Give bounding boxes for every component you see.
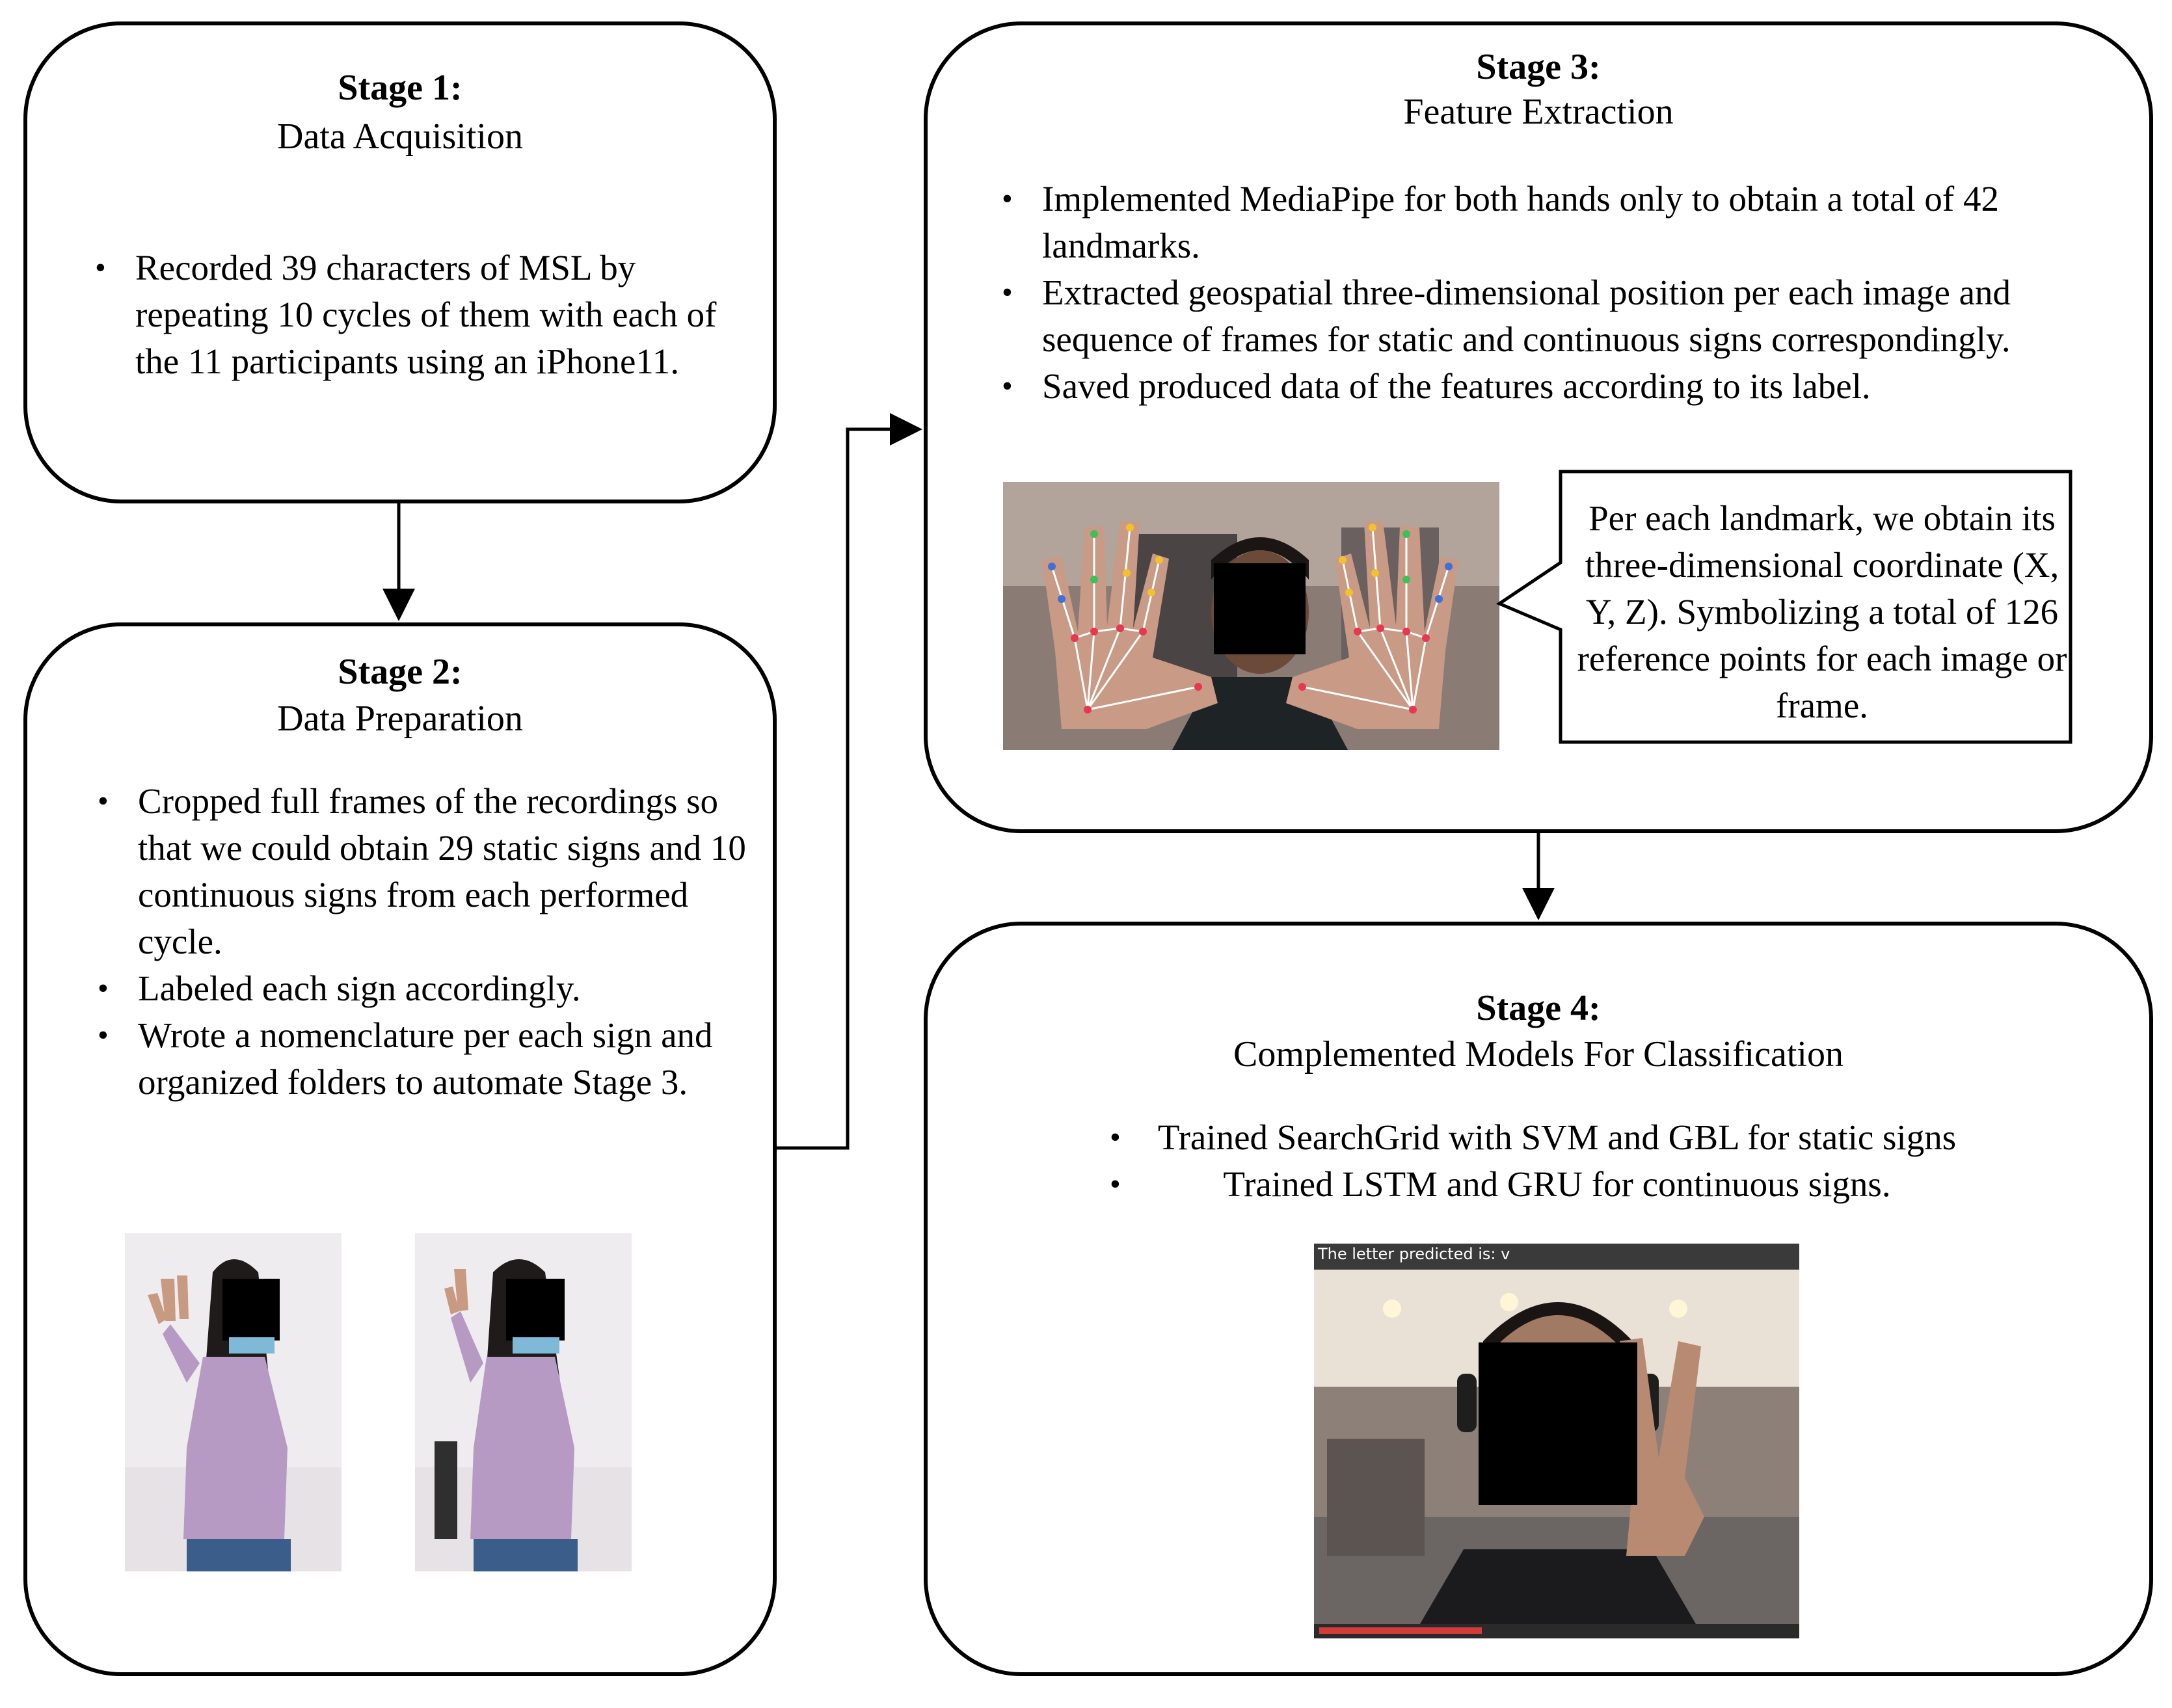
- participant-photo-static-sign-1: [125, 1233, 342, 1571]
- stage-3-bullet: Implemented MediaPipe for both hands onl…: [1002, 176, 2108, 269]
- mediapipe-hand-landmarks-photo: [1003, 482, 1499, 750]
- stage-4-title: Stage 4:: [1476, 988, 1601, 1028]
- stage-4-bullet: Trained SearchGrid with SVM and GBL for …: [1110, 1114, 2004, 1161]
- stage-3-title: Stage 3:: [1476, 47, 1601, 87]
- arrow-stage2-to-stage3: [777, 413, 922, 1150]
- stage-3-bullet: Saved produced data of the features acco…: [1002, 363, 2108, 410]
- stage-2-subtitle: Data Preparation: [277, 699, 523, 739]
- stage-2-title: Stage 2:: [338, 652, 463, 692]
- stage-3-bullet: Extracted geospatial three-dimensional p…: [1002, 269, 2108, 363]
- stage-3-box: Stage 3: Feature Extraction Implemented …: [924, 21, 2153, 833]
- stage-2-bullet: Cropped full frames of the recordings so…: [98, 778, 755, 965]
- stage-3-bullets: Implemented MediaPipe for both hands onl…: [1002, 176, 2108, 410]
- stage-1-bullets: Recorded 39 characters of MSL by repeati…: [95, 245, 745, 385]
- stage-1-title: Stage 1:: [338, 68, 463, 108]
- landmark-callout-box: [1495, 470, 2072, 744]
- prediction-caption: The letter predicted is: v: [1318, 1245, 1510, 1263]
- stage-1-box: Stage 1: Data Acquisition Recorded 39 ch…: [23, 21, 777, 503]
- stage-1-bullet: Recorded 39 characters of MSL by repeati…: [95, 245, 745, 385]
- participant-photo-static-sign-2: [415, 1233, 632, 1571]
- stage-4-bullet: Trained LSTM and GRU for continuous sign…: [1110, 1161, 2004, 1208]
- stage-4-box: Stage 4: Complemented Models For Classif…: [924, 922, 2153, 1676]
- landmark-callout-text: Per each landmark, we obtain its three-d…: [1577, 498, 2067, 725]
- stage-2-box: Stage 2: Data Preparation Cropped full f…: [23, 622, 777, 1676]
- stage-2-bullet: Wrote a nomenclature per each sign and o…: [98, 1012, 755, 1106]
- stage-2-bullet: Labeled each sign accordingly.: [98, 965, 755, 1012]
- stage-1-subtitle: Data Acquisition: [277, 116, 523, 157]
- prediction-screenshot: The letter predicted is: v: [1314, 1244, 1799, 1638]
- stage-2-bullets: Cropped full frames of the recordings so…: [98, 778, 755, 1106]
- stage-4-subtitle: Complemented Models For Classification: [1233, 1034, 1844, 1074]
- stage-3-subtitle: Feature Extraction: [1403, 92, 1674, 132]
- stage-4-bullets: Trained SearchGrid with SVM and GBL for …: [1110, 1114, 2004, 1208]
